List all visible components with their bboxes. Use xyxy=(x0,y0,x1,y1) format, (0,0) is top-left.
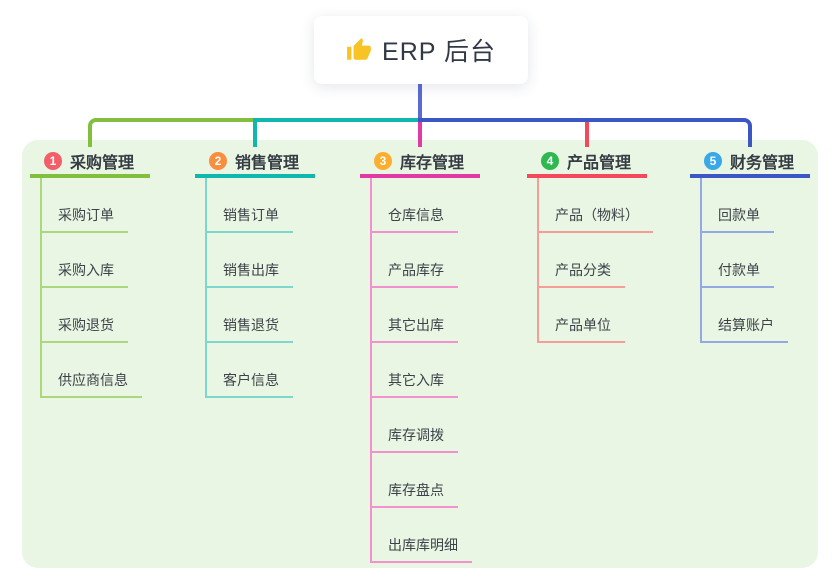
branch-number-badge: 3 xyxy=(374,152,392,170)
branch-purchase: 1 采购管理 采购订单 采购入库 采购退货 供应商信息 xyxy=(30,148,150,398)
bus-connector-middle xyxy=(253,118,420,147)
branch-inventory: 3 库存管理 仓库信息 产品库存 其它出库 其它入库 库存调拨 库存盘点 出库库… xyxy=(360,148,480,563)
branch-title-label: 产品管理 xyxy=(567,155,632,172)
branch-number-badge: 2 xyxy=(209,152,227,170)
branch-title-label: 库存管理 xyxy=(400,155,465,172)
node-label: 产品分类 xyxy=(539,260,625,288)
branch-title-label: 销售管理 xyxy=(235,155,300,172)
branch-number-badge: 1 xyxy=(44,152,62,170)
branch-finance-title[interactable]: 5 财务管理 xyxy=(690,148,810,178)
node-label: 供应商信息 xyxy=(42,370,142,398)
node-label: 客户信息 xyxy=(207,370,293,398)
branch-number-badge: 4 xyxy=(541,152,559,170)
branch-number-badge: 5 xyxy=(704,152,722,170)
bus-connector-right xyxy=(418,118,752,147)
node-label: 采购订单 xyxy=(42,205,128,233)
node-label: 其它入库 xyxy=(372,370,458,398)
node-label: 销售出库 xyxy=(207,260,293,288)
branch-title-label: 财务管理 xyxy=(730,155,795,172)
branch-sales: 2 销售管理 销售订单 销售出库 销售退货 客户信息 xyxy=(195,148,315,398)
root-node-title: ERP 后台 xyxy=(382,38,496,66)
root-trunk-connector xyxy=(418,84,422,118)
node-label: 付款单 xyxy=(702,260,774,288)
node-label: 出库库明细 xyxy=(372,535,472,563)
branch-finance-items: 回款单 付款单 结算账户 xyxy=(700,178,788,343)
node-label: 产品单位 xyxy=(539,315,625,343)
product-branch-drop-connector xyxy=(585,122,589,147)
branch-inventory-items: 仓库信息 产品库存 其它出库 其它入库 库存调拨 库存盘点 出库库明细 xyxy=(370,178,472,563)
node-label: 库存调拨 xyxy=(372,425,458,453)
node-label: 销售退货 xyxy=(207,315,293,343)
node-label: 产品库存 xyxy=(372,260,458,288)
node-label: 销售订单 xyxy=(207,205,293,233)
branch-product-items: 产品（物料） 产品分类 产品单位 xyxy=(537,178,653,343)
root-node[interactable]: ERP 后台 xyxy=(314,16,528,84)
node-label: 产品（物料） xyxy=(539,205,653,233)
node-label: 回款单 xyxy=(702,205,774,233)
node-label: 其它出库 xyxy=(372,315,458,343)
bus-connector-left xyxy=(88,118,253,147)
inventory-branch-drop-connector xyxy=(418,122,422,147)
branch-finance: 5 财务管理 回款单 付款单 结算账户 xyxy=(690,148,810,343)
branch-sales-title[interactable]: 2 销售管理 xyxy=(195,148,315,178)
node-label: 采购入库 xyxy=(42,260,128,288)
node-label: 库存盘点 xyxy=(372,480,458,508)
branch-purchase-title[interactable]: 1 采购管理 xyxy=(30,148,150,178)
node-label: 采购退货 xyxy=(42,315,128,343)
node-label: 结算账户 xyxy=(702,315,788,343)
branch-product: 4 产品管理 产品（物料） 产品分类 产品单位 xyxy=(527,148,653,343)
branch-title-label: 采购管理 xyxy=(70,155,135,172)
branch-sales-items: 销售订单 销售出库 销售退货 客户信息 xyxy=(205,178,293,398)
node-label: 仓库信息 xyxy=(372,205,458,233)
branch-purchase-items: 采购订单 采购入库 采购退货 供应商信息 xyxy=(40,178,142,398)
branch-inventory-title[interactable]: 3 库存管理 xyxy=(360,148,480,178)
branch-product-title[interactable]: 4 产品管理 xyxy=(527,148,647,178)
branches-panel xyxy=(22,140,818,568)
thumbs-up-icon xyxy=(347,38,371,60)
